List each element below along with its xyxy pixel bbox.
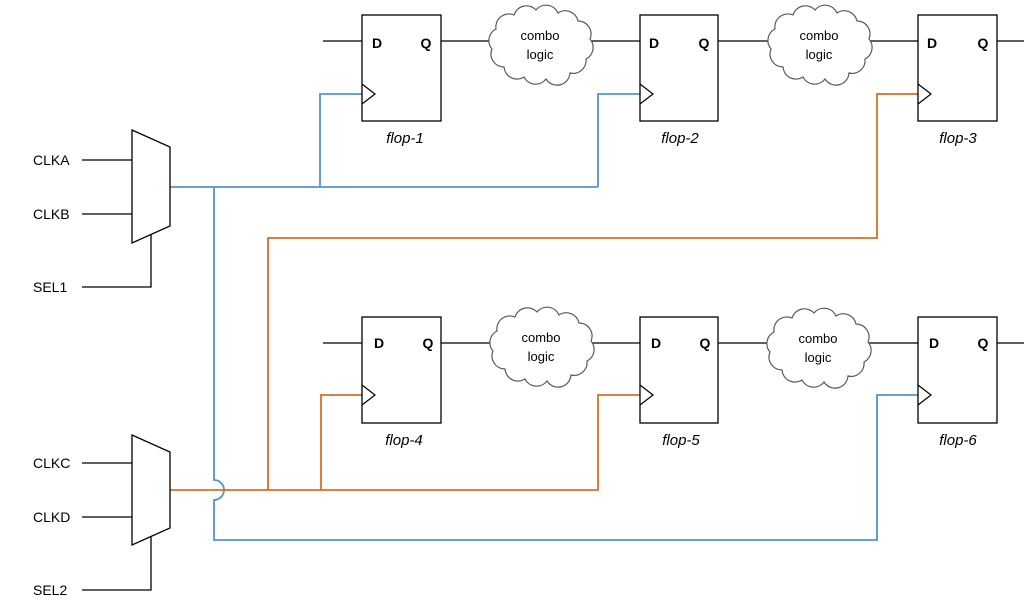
cloud-shape	[489, 306, 595, 388]
flop-body	[917, 316, 998, 424]
combo-logic-cloud-2: combo logic	[767, 4, 873, 86]
clock-input-triangle	[639, 384, 654, 406]
q-pin-label: Q	[700, 335, 711, 351]
clkd-label: CLKD	[33, 509, 70, 525]
cloud-shape	[767, 4, 873, 86]
cloud-shape	[488, 4, 594, 86]
mux-1-input-wires	[82, 159, 152, 288]
q-pin-label: Q	[978, 35, 989, 51]
cloud-shape	[766, 307, 872, 389]
flop-4-clock-branch	[320, 394, 362, 490]
clkb-label: CLKB	[33, 206, 70, 222]
flop-body	[917, 14, 998, 122]
flop-6-clock-branch	[213, 187, 918, 541]
clock-input-triangle	[917, 384, 932, 406]
d-pin-label: D	[929, 335, 939, 351]
cloud-text-line-1: combo	[799, 28, 838, 43]
flop-1-clock-branch	[319, 93, 362, 187]
mux-2-input-wires	[82, 462, 152, 591]
d-pin-label: D	[649, 35, 659, 51]
sel1-label: SEL1	[33, 279, 67, 295]
flop-body	[639, 316, 719, 424]
flop-label: flop-3	[939, 130, 977, 147]
flop-2-clock-branch	[597, 93, 640, 187]
cloud-text-line-2: logic	[805, 350, 832, 365]
q-pin-label: Q	[421, 35, 432, 51]
d-pin-label: D	[372, 35, 382, 51]
flop-2: D Q flop-2	[639, 14, 719, 147]
q-pin-label: Q	[699, 35, 710, 51]
q-pin-label: Q	[423, 335, 434, 351]
q-pin-label: Q	[978, 335, 989, 351]
clka-label: CLKA	[33, 152, 70, 168]
d-pin-label: D	[927, 35, 937, 51]
mux-2-output-trunk	[170, 394, 640, 491]
flop-3: D Q flop-3	[917, 14, 998, 147]
clock-input-triangle	[361, 384, 376, 406]
d-pin-label: D	[651, 335, 661, 351]
cloud-text-line-2: logic	[528, 349, 555, 364]
flop-body	[361, 316, 442, 424]
flop-label: flop-1	[386, 130, 424, 147]
cloud-text-line-2: logic	[806, 47, 833, 62]
flop-label: flop-4	[385, 432, 423, 449]
cloud-text-line-2: logic	[527, 47, 554, 62]
flop-5: D Q flop-5	[639, 316, 719, 449]
d-pin-label: D	[374, 335, 384, 351]
clock-input-triangle	[639, 83, 654, 105]
combo-logic-cloud-1: combo logic	[488, 4, 594, 86]
clkc-label: CLKC	[33, 455, 70, 471]
flop-label: flop-5	[662, 432, 700, 449]
flop-6: D Q flop-6	[917, 316, 998, 449]
clock-input-triangle	[917, 83, 932, 105]
clock-mux-1	[131, 128, 171, 245]
flop-3-clock-branch	[267, 93, 918, 490]
combo-logic-cloud-4: combo logic	[766, 307, 872, 389]
clock-net-mux-2	[170, 93, 918, 491]
sel2-label: SEL2	[33, 582, 67, 598]
clock-net-mux-1	[170, 93, 918, 541]
flop-1: D Q flop-1	[361, 14, 442, 147]
cloud-text-line-1: combo	[521, 330, 560, 345]
combo-logic-cloud-3: combo logic	[489, 306, 595, 388]
flop-label: flop-6	[939, 432, 977, 449]
flop-label: flop-2	[661, 130, 699, 147]
clock-mux-2	[131, 433, 171, 547]
sel1-wire	[82, 234, 152, 288]
sel2-wire	[82, 537, 152, 591]
cloud-text-line-1: combo	[520, 28, 559, 43]
flop-body	[639, 14, 719, 122]
cloud-text-line-1: combo	[798, 331, 837, 346]
clock-input-triangle	[361, 83, 376, 105]
flop-4: D Q flop-4	[361, 316, 442, 449]
flop-body	[361, 14, 442, 122]
